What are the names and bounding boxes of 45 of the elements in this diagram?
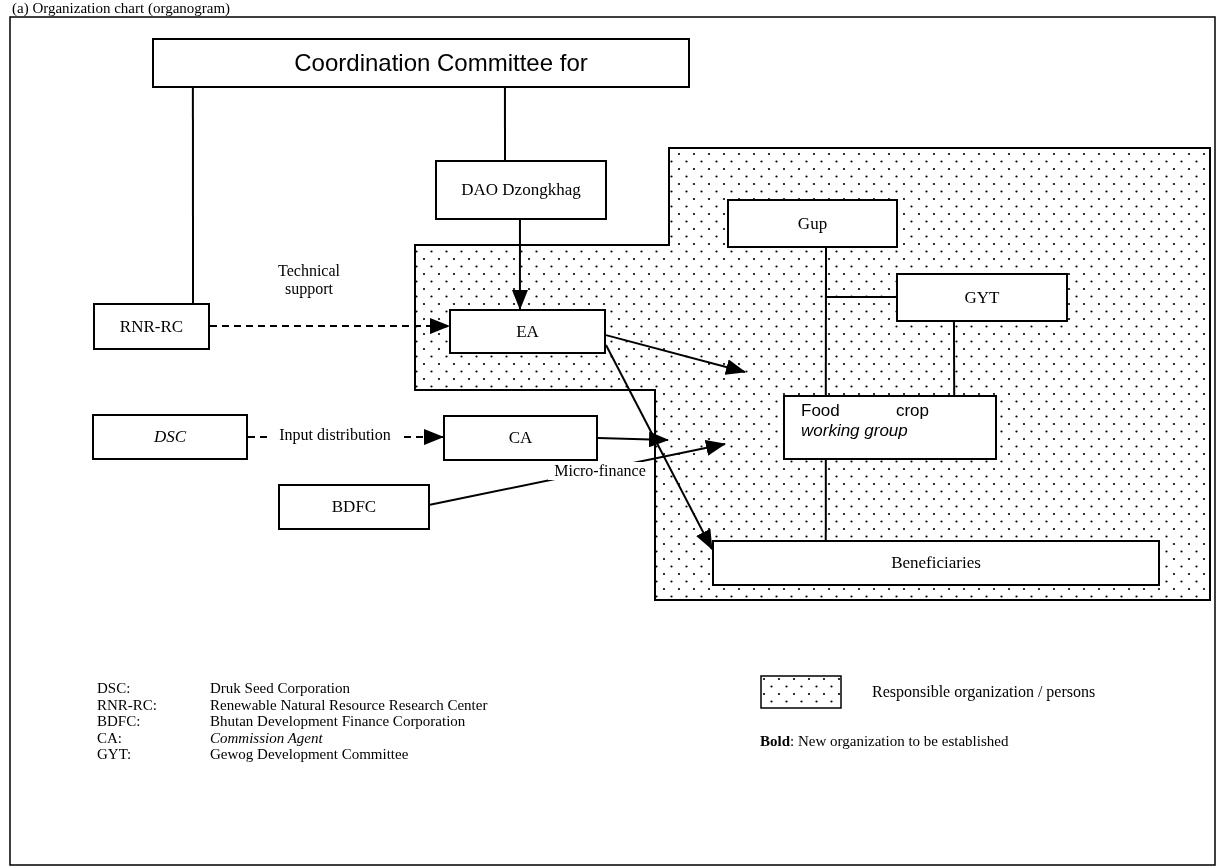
abbreviation-definition: Renewable Natural Resource Research Center [210,696,488,713]
legend-label: Responsible organization / persons [872,683,1096,701]
abbreviation: CA: [97,729,122,746]
org-box [278,484,430,530]
node-label: Gup [797,213,828,234]
org-box [896,273,1068,322]
connector-line [503,87,506,161]
connector-line [952,321,956,396]
abbreviation-definition: Gewog Development Committee [210,746,409,763]
arrow [605,334,746,375]
abbreviation-definition: Bhutan Development Finance Corporation [210,713,466,730]
abbreviation-definition: Druk Seed Corporation [210,680,350,697]
arrow [209,318,450,335]
org-box [152,38,690,88]
node-label: Coordination Committee for [294,49,588,77]
org-box [712,540,1160,586]
connector-line [825,247,897,298]
node-label: DSC [153,427,187,447]
org-box [783,395,997,460]
node-label: RNR-RC [119,316,184,337]
abbreviation-definition: Commission Agent [210,729,323,746]
arrow [511,219,528,310]
node-label: Beneficiaries [891,553,981,573]
node-label: EA [516,321,539,342]
abbreviation: RNR-RC: [97,696,157,713]
abbreviation: DSC: [97,680,131,697]
node-label: CA [508,428,533,448]
abbreviation: BDFC: [97,713,141,730]
node-label: Food crop working group [801,401,929,441]
org-box [449,309,606,354]
org-box [435,160,607,220]
node-label: GYT [964,287,1000,308]
connector-line [191,87,195,304]
connector-line [824,459,827,541]
abbreviation: GYT: [97,746,132,763]
node-label: BDFC [331,497,377,517]
note: Bold: New organization to be established [760,733,1009,750]
org-box [727,199,898,248]
arrow [597,431,669,448]
chart-title: (a) Organization chart (organogram) [12,0,231,17]
node-label: DAO Dzongkhag [461,180,581,200]
org-box [92,414,248,460]
org-box [443,415,598,461]
org-box [93,303,210,350]
arrow [605,344,713,551]
